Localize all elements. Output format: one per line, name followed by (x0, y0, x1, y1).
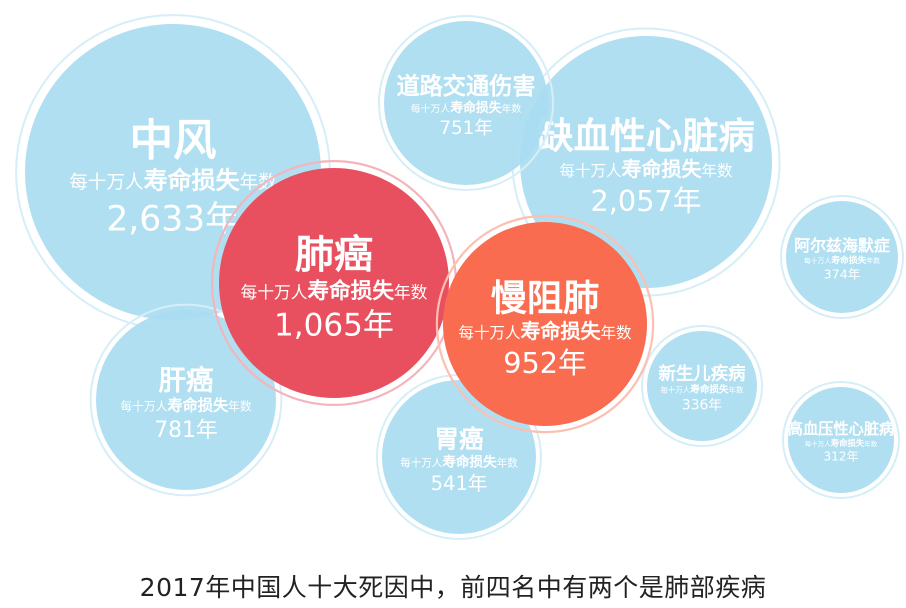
bubble-unit: 每十万人寿命损失年数 (400, 453, 518, 470)
bubble-value: 374年 (824, 266, 861, 281)
bubble-unit: 每十万人寿命损失年数 (661, 384, 745, 396)
bubble-ring (641, 325, 763, 447)
bubble-unit: 每十万人寿命损失年数 (559, 157, 733, 181)
bubble-unit: 每十万人寿命损失年数 (69, 167, 277, 195)
bubble-ring (782, 381, 900, 499)
bubble-name: 慢阻肺 (491, 276, 600, 319)
bubble-unit: 每十万人寿命损失年数 (241, 278, 428, 304)
bubble-circle (786, 201, 898, 313)
bubble-circle (443, 222, 647, 426)
chart-caption: 2017年中国人十大死因中，前四名中有两个是肺部疾病 (139, 573, 767, 602)
bubble-unit: 每十万人寿命损失年数 (804, 254, 880, 266)
bubble-circle (96, 310, 276, 490)
bubble-name: 中风 (130, 117, 217, 167)
bubble-circle (647, 331, 757, 441)
bubble-value: 751年 (439, 118, 493, 139)
bubble-name: 肺癌 (295, 233, 373, 278)
bubble-value: 781年 (154, 418, 218, 443)
bubble-name: 肝癌 (158, 365, 213, 397)
bubble-name: 缺血性心脏病 (537, 114, 755, 157)
bubble-name: 道路交通伤害 (396, 73, 535, 100)
bubble-name: 高血压性心脏病 (788, 420, 895, 438)
bubble-unit: 每十万人寿命损失年数 (805, 438, 878, 448)
bubble-value: 2,057年 (590, 184, 701, 218)
bubble-circle (788, 387, 894, 493)
bubble-ring (378, 15, 554, 191)
bubble-value: 541年 (431, 472, 488, 495)
bubble-value: 952年 (503, 346, 587, 380)
bubble-unit: 每十万人寿命损失年数 (411, 100, 522, 116)
bubble-chart: 中风每十万人寿命损失年数2,633年缺血性心脏病每十万人寿命损失年数2,057年… (15, 14, 904, 540)
bubble-unit: 每十万人寿命损失年数 (458, 319, 632, 343)
bubble-circle (382, 380, 536, 534)
bubble-ring (89, 303, 283, 497)
bubble-name: 新生儿疾病 (659, 363, 747, 384)
bubble-value: 1,065年 (274, 308, 394, 344)
bubble-ring (780, 195, 904, 319)
bubble-name: 胃癌 (434, 425, 484, 454)
bubble-circle (520, 36, 772, 288)
bubble-unit: 每十万人寿命损失年数 (120, 396, 252, 414)
bubble-ring (435, 214, 655, 434)
bubble-name: 阿尔兹海默症 (794, 236, 890, 255)
bubble-value: 2,633年 (106, 200, 239, 240)
bubble-value: 336年 (682, 397, 722, 413)
bubble-value: 312年 (823, 449, 858, 463)
bubble-circle (219, 168, 449, 398)
bubble-circle (384, 21, 548, 185)
